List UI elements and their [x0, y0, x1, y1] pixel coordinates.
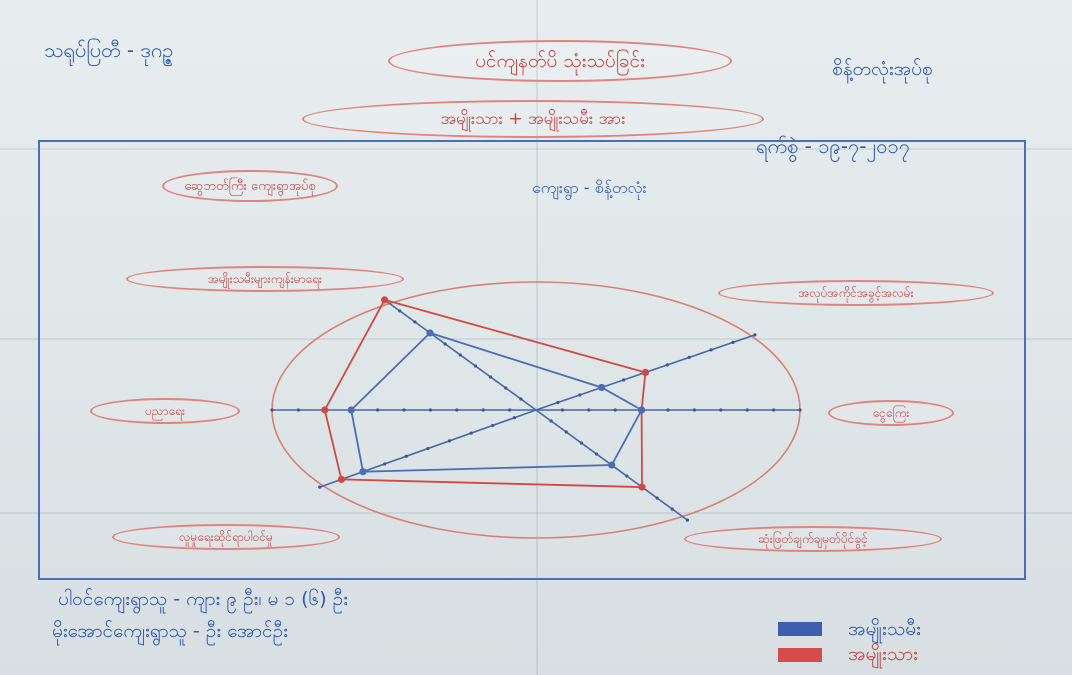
facilitator-code: သရုပ်ပြတီ - ဒုဂဉ္ဇ — [44, 38, 174, 62]
series-point — [608, 461, 616, 469]
legend-swatch-women — [778, 622, 822, 636]
facilitator-line: မိုးအောင်ကျေးရွာသူ - ဦး အောင်ဦး — [52, 620, 288, 642]
axis-tick — [579, 441, 584, 445]
axis-tick — [455, 408, 459, 412]
axis-tick — [296, 408, 300, 412]
axis-tick — [469, 431, 473, 435]
title-cloud: ပင်ကျနတ်ပိ သုံးသပ်ခြင်း — [388, 40, 732, 82]
axis-tick — [692, 408, 697, 412]
factor-label: အမျိုးသမီးများကျန်းမာရေး — [126, 266, 404, 292]
axis-tick — [564, 430, 568, 434]
axis-tick — [426, 446, 430, 451]
axis-tick — [458, 353, 462, 357]
axis-tick — [491, 423, 495, 428]
village-name: ကျေးရွာ - စိန့်တလုံး — [532, 178, 647, 197]
axis-tick — [685, 518, 690, 522]
axis-tick — [318, 485, 322, 489]
diagram-title: ပင်ကျနတ်ပိ သုံးသပ်ခြင်း — [475, 49, 645, 72]
axis-tick — [625, 474, 629, 478]
legend-label-men: အမျိုးသား — [848, 643, 918, 665]
axis-tick — [404, 454, 408, 458]
axis-tick — [508, 408, 512, 412]
series-point — [638, 406, 646, 414]
axis-tick — [772, 408, 776, 412]
axis-tick — [560, 408, 565, 412]
factor-label: ပညာရေး — [90, 398, 240, 424]
paper-fold-horizontal — [0, 512, 1072, 514]
factor-label: ငွေကြေး — [828, 400, 954, 426]
axis-tick — [719, 408, 723, 412]
factor-label: ဆုံးဖြတ်ချက်ချမှတ်ပိုင်ခွင့် — [684, 526, 942, 552]
axis-tick — [587, 408, 591, 412]
axis-tick — [504, 386, 508, 390]
axis-tick — [613, 408, 617, 412]
axis-tick — [402, 408, 406, 412]
axis-tick — [621, 378, 626, 382]
diagram-subtitle: အမျိုးသား + အမျိုးသမီး အား — [440, 108, 626, 129]
village-cloud: ဆွေဘတ်ကြီး ကျေးရွာအုပ်စု — [162, 170, 338, 202]
series-point — [598, 383, 606, 392]
series-point — [380, 296, 389, 304]
axis-tick — [481, 408, 485, 412]
axis-tick — [687, 355, 691, 359]
series-point — [638, 483, 646, 491]
axis-tick — [753, 333, 757, 337]
axis-tick — [413, 320, 417, 324]
series-point — [641, 368, 650, 377]
legend-swatch-men — [778, 648, 822, 662]
axis-tick — [398, 309, 402, 313]
axis-tick — [594, 452, 599, 456]
axis-tick — [670, 507, 674, 511]
axis-tick — [270, 408, 274, 412]
axis-tick — [798, 408, 802, 412]
diagram-frame — [38, 140, 1026, 580]
axis-tick — [428, 408, 432, 412]
series-point — [321, 406, 329, 414]
legend-label-women: အမျိုးသမီး — [848, 618, 921, 640]
series-point — [347, 406, 355, 414]
axis-tick — [447, 439, 452, 443]
axis-tick — [376, 408, 380, 412]
series-point — [359, 468, 367, 476]
axis-tick — [556, 400, 560, 405]
factor-label: အလုပ်အကိုင်အခွင့်အလမ်း — [718, 280, 994, 306]
axis-tick — [549, 419, 553, 423]
paper-fold-horizontal — [0, 338, 1072, 340]
subtitle-cloud: အမျိုးသား + အမျိုးသမီး အား — [302, 100, 764, 138]
series-point — [337, 475, 345, 483]
series-point — [426, 329, 434, 337]
axis-tick — [709, 348, 713, 352]
axis-tick — [473, 364, 478, 368]
axis-tick — [443, 342, 447, 346]
participants-line: ပါဝင်ကျေးရွာသူ - ကျား ၉ ဦး၊ မ ၁ (၆) ဦး — [58, 588, 349, 610]
axis-tick — [578, 393, 582, 397]
axis-tick — [666, 408, 670, 412]
factor-label: လူမှုရေးဆိုင်ရာပါဝင်မှု — [112, 524, 340, 550]
village-tract-name: ဆွေဘတ်ကြီး ကျေးရွာအုပ်စု — [184, 178, 316, 194]
axis-tick — [731, 340, 735, 344]
paper-fold-vertical — [536, 0, 538, 675]
series-polygon — [350, 331, 643, 473]
series-polygon — [323, 298, 647, 489]
axis-tick — [512, 416, 516, 420]
axis-tick — [665, 363, 669, 367]
paper-fold-horizontal — [0, 148, 1072, 150]
axis-tick — [488, 375, 493, 379]
axis-tick — [383, 462, 387, 466]
axis-tick — [745, 408, 749, 412]
village-tract-label: စိန့်တလုံးအုပ်စု — [832, 58, 933, 80]
axis-tick — [655, 496, 659, 500]
axis-tick — [519, 397, 523, 401]
